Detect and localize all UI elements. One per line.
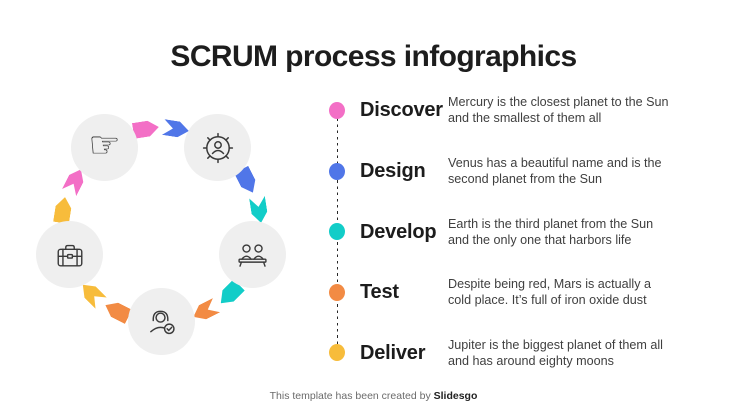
cycle-node-develop: [219, 221, 286, 288]
desc-line: second planet from the Sun: [448, 172, 603, 186]
desc-line: Earth is the third planet from the Sun: [448, 216, 654, 231]
timeline-dot-develop: [329, 223, 346, 240]
cycle-node-deliver: [36, 221, 103, 288]
timeline-label-develop: Develop: [360, 220, 437, 243]
desc-line: cold place. It’s full of iron oxide dust: [448, 293, 647, 307]
pointing-hand-icon: ☞: [88, 124, 121, 166]
briefcase-icon: [57, 244, 82, 267]
timeline-dot-discover: [329, 101, 346, 119]
cycle-arrow-yellow-out: [53, 196, 73, 224]
desc-line: and the smallest of them all: [448, 111, 602, 125]
desc-line: and has around eighty moons: [448, 353, 614, 368]
gear-user-icon: [202, 132, 233, 163]
cycle-node-discover: ☞: [71, 114, 138, 181]
footer-brand: Slidesgo: [433, 390, 478, 402]
footer-credit: This template has been created by Slides…: [0, 390, 747, 402]
timeline-desc-deliver: Jupiter is the biggest planet of them al…: [448, 337, 728, 369]
desc-line: Venus has a beautiful name and is the: [448, 156, 662, 170]
timeline-dot-test: [329, 283, 346, 301]
desc-line: Jupiter is the biggest planet of them al…: [448, 337, 663, 352]
timeline-label-deliver: Deliver: [360, 341, 426, 364]
timeline-desc-discover: Mercury is the closest planet to the Sun…: [448, 94, 728, 126]
footer-credit-text: This template has been created by: [269, 390, 434, 402]
timeline-label-design: Design: [360, 160, 426, 182]
timeline-dot-design: [329, 162, 346, 180]
cycle-node-test: [127, 287, 195, 355]
timeline-desc-test: Despite being red, Mars is actually a co…: [448, 276, 728, 308]
timeline-dot-deliver: [329, 344, 346, 361]
timeline-label-test: Test: [360, 281, 399, 303]
timeline-desc-develop: Earth is the third planet from the Sun a…: [448, 216, 728, 248]
timeline-label-discover: Discover: [360, 99, 443, 121]
user-check-icon: [149, 310, 175, 334]
page-title: SCRUM process infographics: [170, 40, 577, 73]
cycle-arrow-teal-in: [249, 196, 269, 224]
cycle-node-design: [184, 114, 251, 181]
timeline-desc-design: Venus has a beautiful name and is the se…: [448, 155, 728, 187]
desc-line: Mercury is the closest planet to the Sun: [448, 95, 669, 109]
desc-line: and the only one that harbors life: [448, 232, 632, 247]
desc-line: Despite being red, Mars is actually a: [448, 277, 651, 291]
team-desk-icon: [238, 243, 267, 267]
